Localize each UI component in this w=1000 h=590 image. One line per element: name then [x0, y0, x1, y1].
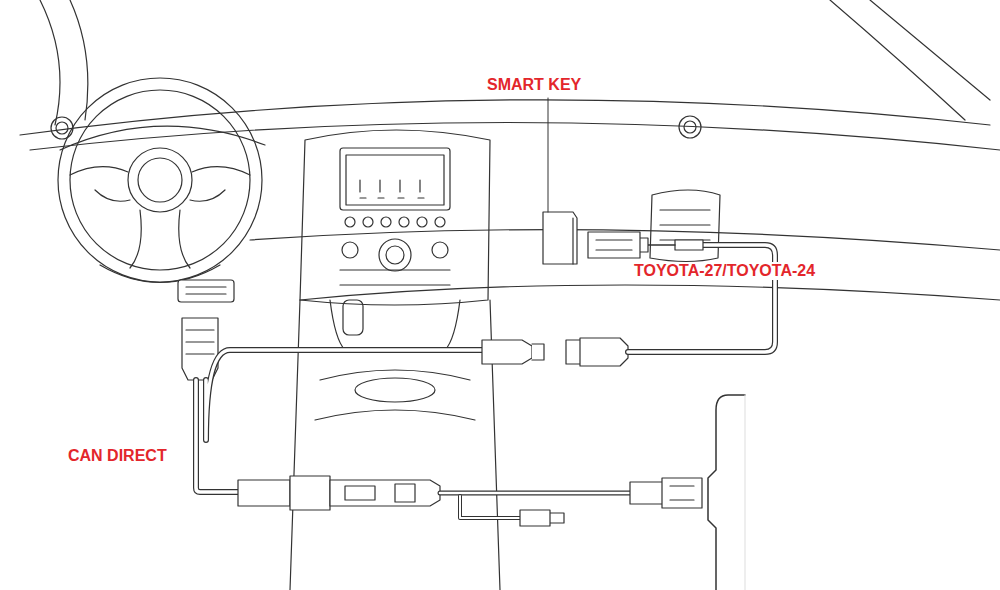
smart-key-label: SMART KEY: [485, 76, 583, 94]
cable-label: TOYOTA-27/TOYOTA-24: [632, 262, 817, 280]
adapter-label: CAN DIRECT: [66, 447, 169, 465]
